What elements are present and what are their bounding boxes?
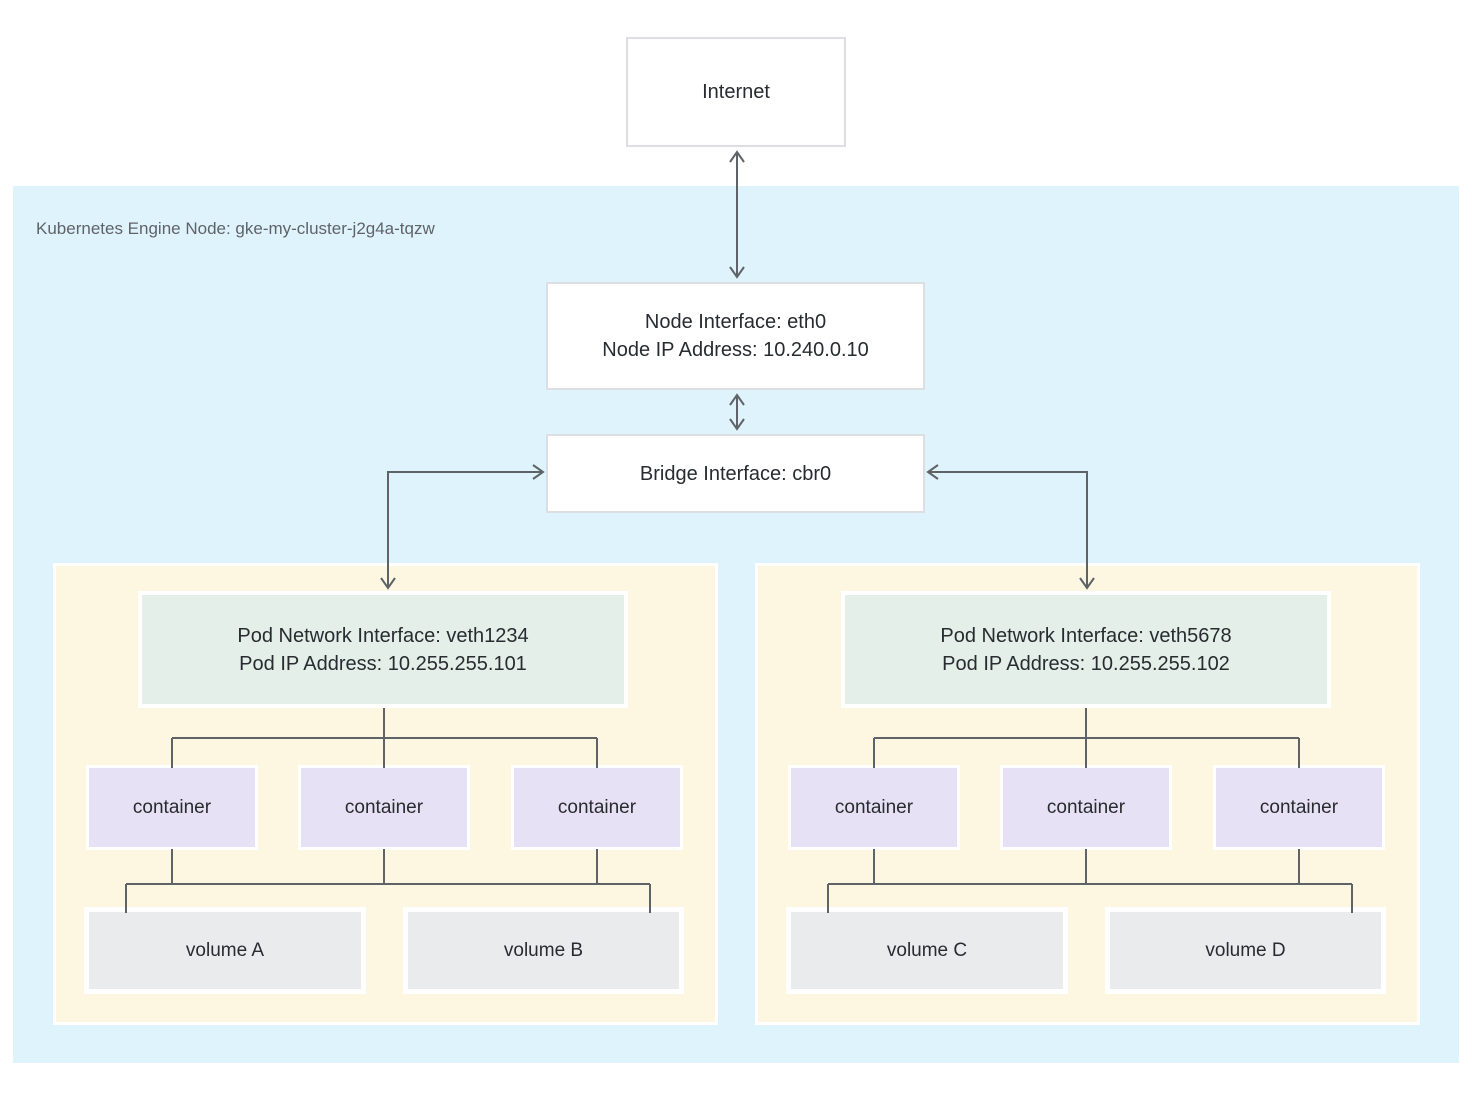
container-label: container [344, 796, 424, 818]
kubernetes-node-region-label: Kubernetes Engine Node: gke-my-cluster-j… [36, 219, 435, 238]
node-interface-line2: Node IP Address: 10.240.0.10 [602, 339, 869, 361]
bridge-interface-label: Bridge Interface: cbr0 [639, 462, 832, 485]
pod2-volume-d: volume D [1105, 907, 1386, 994]
volume-label: volume D [1205, 939, 1286, 961]
internet-label: Internet [702, 81, 770, 103]
pod1-interface-line1: Pod Network Interface: veth1234 [237, 624, 529, 647]
container-label: container [557, 796, 637, 818]
pod1-network-interface-box: Pod Network Interface: veth1234 Pod IP A… [138, 591, 628, 708]
container-label: container [1046, 796, 1126, 818]
pod2-container-3: container [1213, 765, 1385, 850]
pod2-volume-c: volume C [786, 907, 1068, 994]
pod2-container-2: container [1000, 765, 1172, 850]
volume-label: volume C [886, 939, 968, 961]
pod1-container-2: container [298, 765, 470, 850]
node-interface-line1: Node Interface: eth0 [644, 311, 827, 333]
container-label: container [1259, 796, 1339, 818]
pod2-interface-line1: Pod Network Interface: veth5678 [940, 624, 1232, 647]
node-interface-box: Node Interface: eth0 Node IP Address: 10… [546, 282, 925, 390]
pod1-volume-a: volume A [84, 907, 366, 994]
pod2-container-1: container [788, 765, 960, 850]
pod1-interface-line2: Pod IP Address: 10.255.255.101 [239, 652, 527, 675]
container-label: container [132, 796, 212, 818]
container-label: container [834, 796, 914, 818]
pod1-volume-b: volume B [403, 907, 684, 994]
pod2-network-interface-box: Pod Network Interface: veth5678 Pod IP A… [841, 591, 1331, 708]
internet-box: Internet [626, 37, 846, 147]
pod1-container-1: container [86, 765, 258, 850]
bridge-interface-box: Bridge Interface: cbr0 [546, 434, 925, 513]
volume-label: volume A [185, 939, 265, 961]
pod2-interface-line2: Pod IP Address: 10.255.255.102 [942, 652, 1230, 675]
volume-label: volume B [503, 939, 584, 961]
pod1-container-3: container [511, 765, 683, 850]
